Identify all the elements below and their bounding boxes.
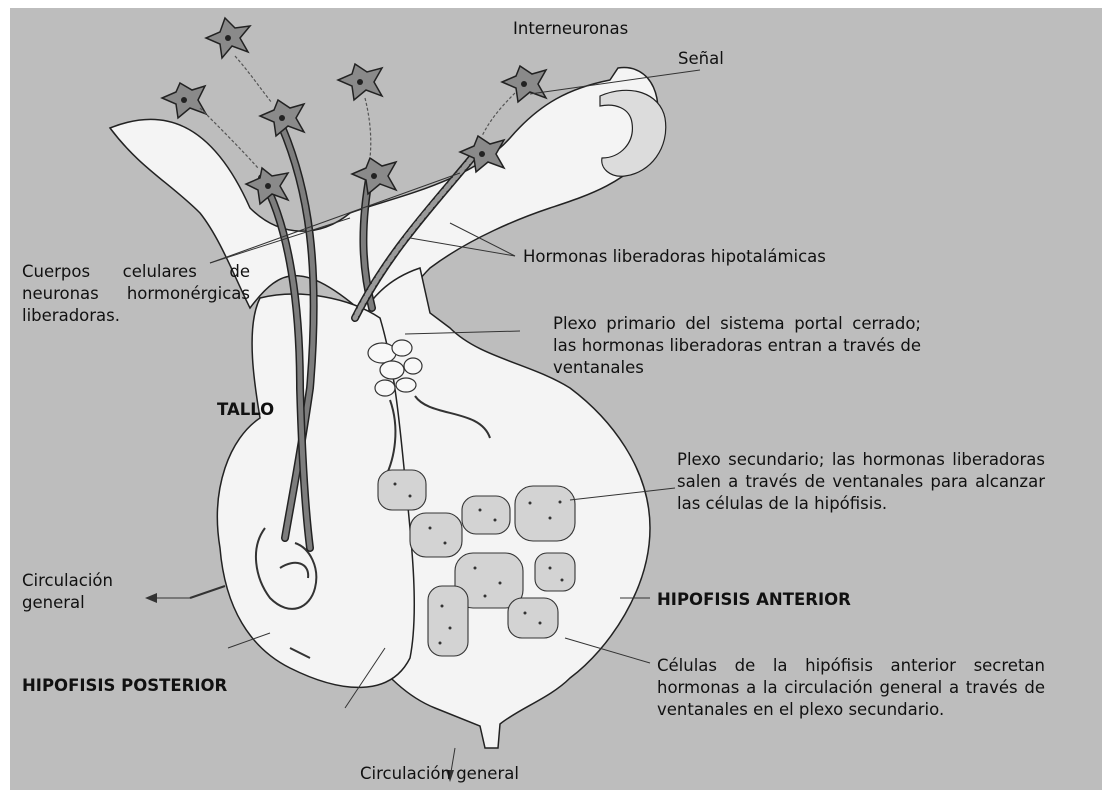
label-plexo-secundario: Plexo secundario; las hormonas liberador… (677, 449, 1045, 515)
label-tallo: TALLO (217, 399, 274, 421)
label-celulas-hipofisis: Células de la hipófisis anterior secreta… (657, 655, 1045, 721)
label-circulacion-general-left: Circulación general (22, 570, 147, 614)
label-hormonas-hipotalamicas: Hormonas liberadoras hipotalámicas (523, 246, 826, 268)
label-hipofisis-posterior: HIPOFISIS POSTERIOR (22, 675, 227, 697)
label-cuerpos-celulares: Cuerpos celulares de neuronas hormonérgi… (22, 261, 250, 327)
label-hipofisis-anterior: HIPOFISIS ANTERIOR (657, 589, 851, 611)
diagram-panel: Interneuronas Señal Hormonas liberadoras… (10, 8, 1102, 790)
label-senal: Señal (678, 48, 724, 70)
label-plexo-primario: Plexo primario del sistema portal cerrad… (553, 313, 921, 379)
label-circulacion-general-bottom: Circulación general (360, 763, 519, 785)
label-interneuronas: Interneuronas (513, 18, 628, 40)
